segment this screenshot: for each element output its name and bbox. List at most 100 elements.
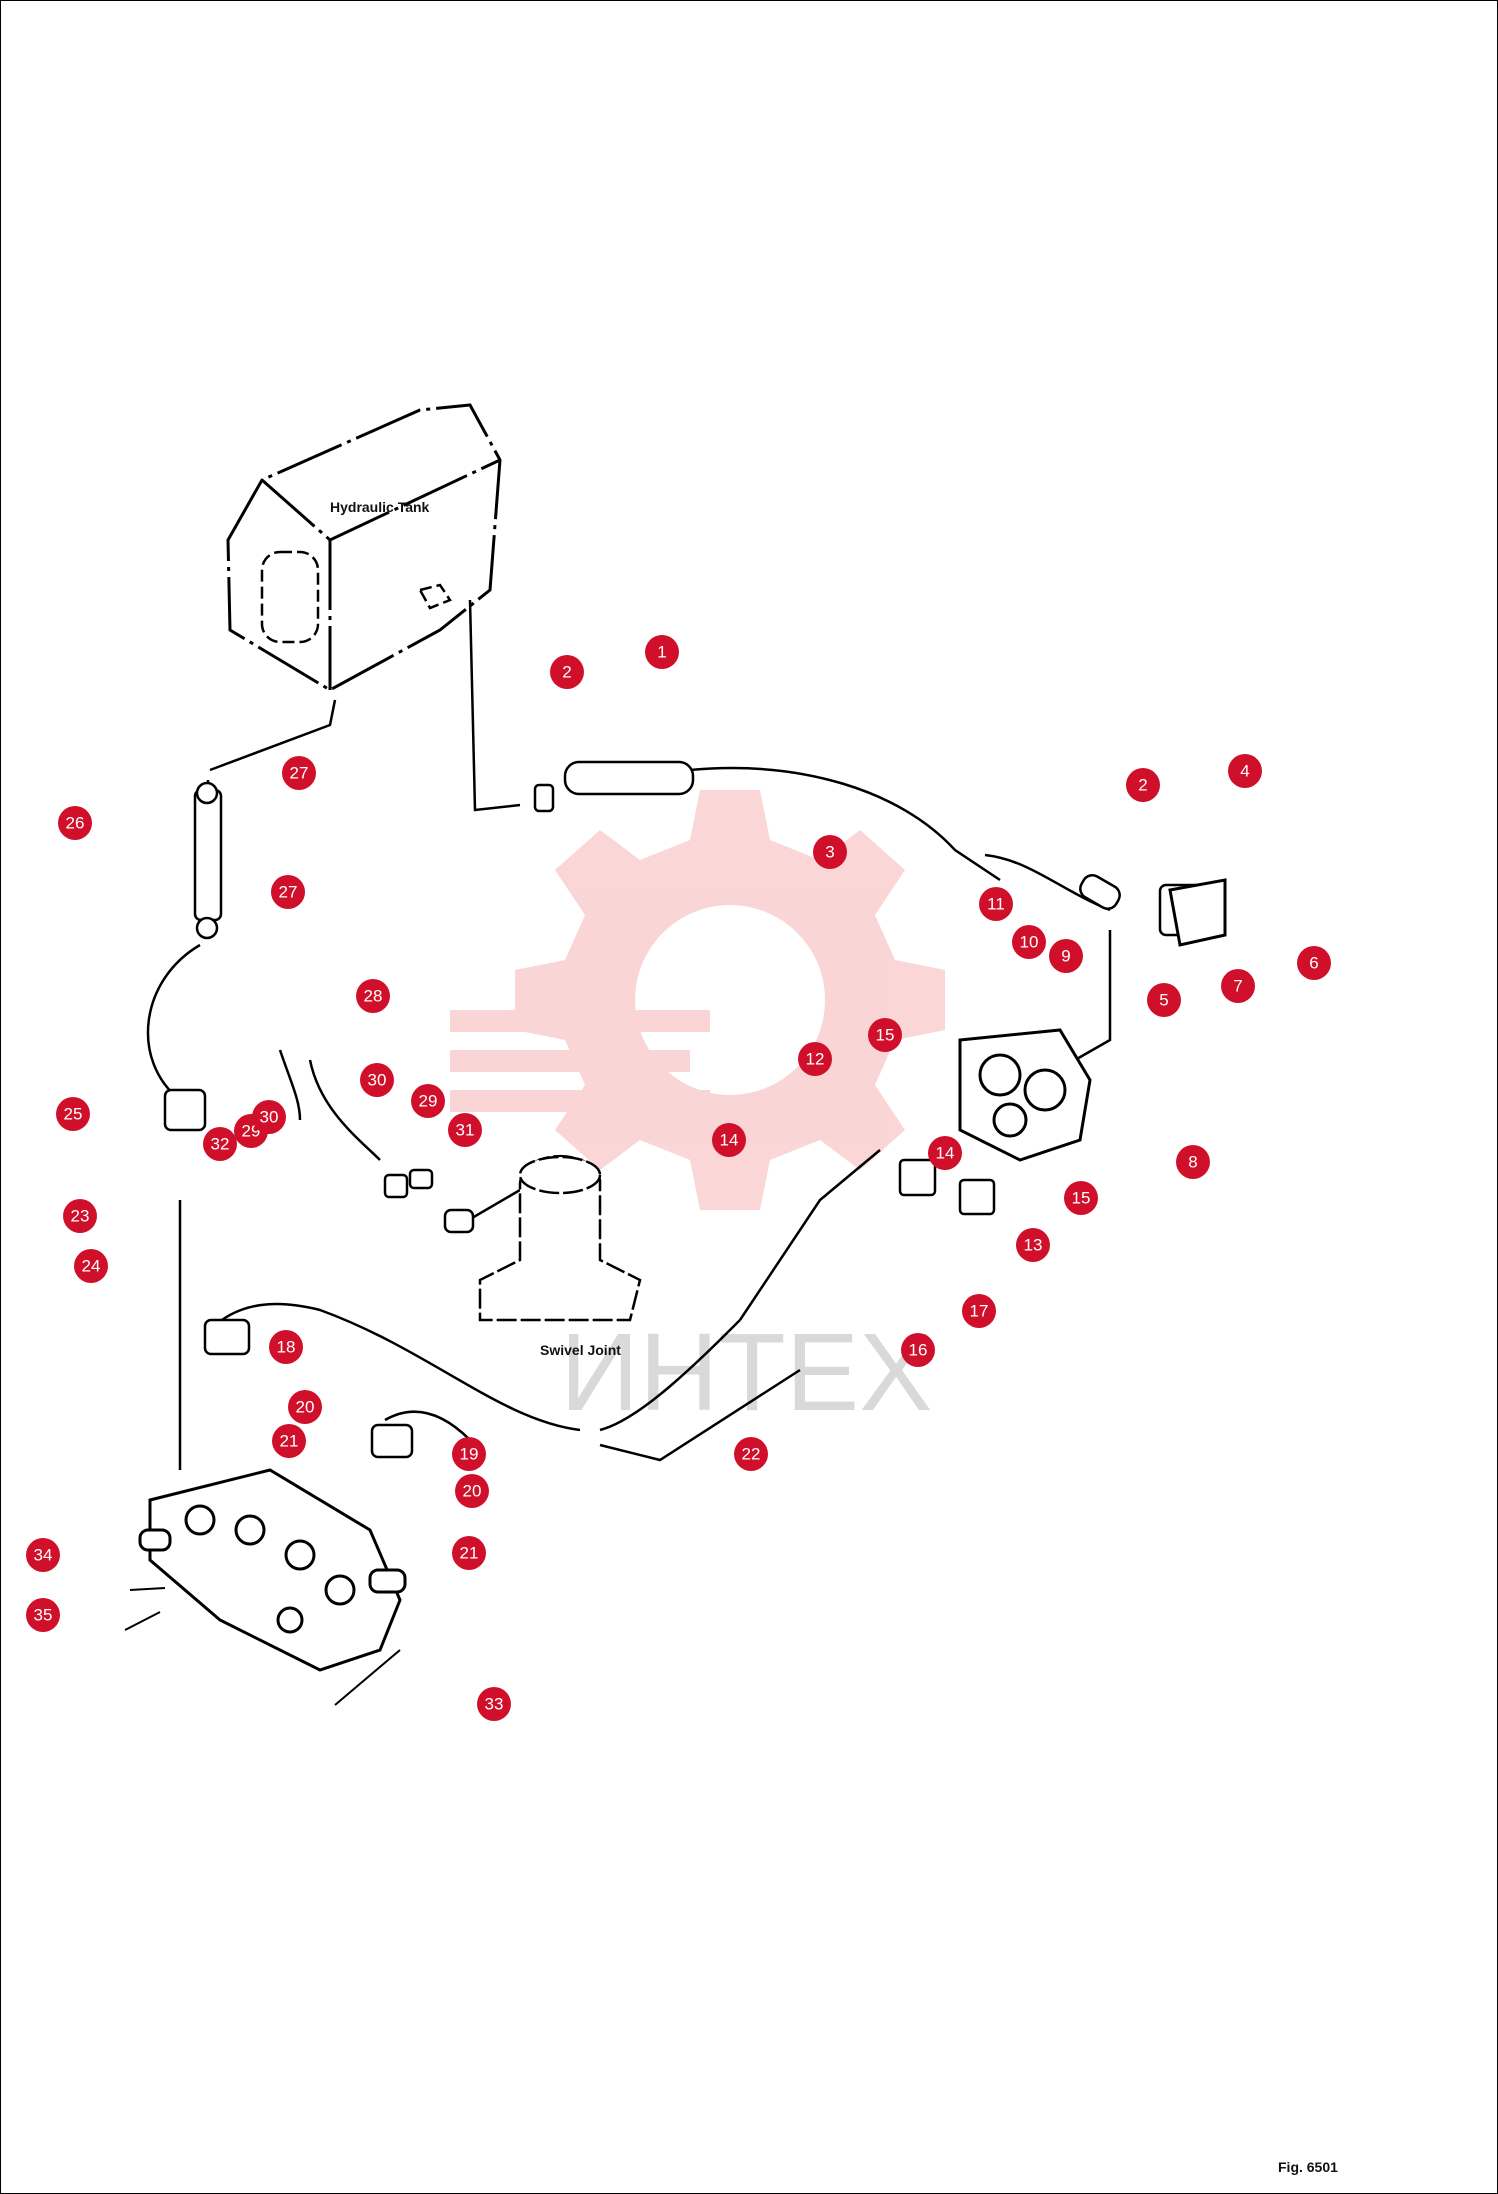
callout-number: 24 xyxy=(82,1257,101,1276)
callout-number: 5 xyxy=(1159,991,1168,1010)
callout-number: 19 xyxy=(460,1445,479,1464)
flange-part-4 xyxy=(1168,878,1227,947)
callout-number: 2 xyxy=(562,663,571,682)
leader-lines xyxy=(124,1587,401,1706)
callout-12: 12 xyxy=(798,1042,832,1076)
callout-number: 20 xyxy=(463,1482,482,1501)
callout-33: 33 xyxy=(477,1687,511,1721)
callout-number: 15 xyxy=(1072,1189,1091,1208)
callout-number: 11 xyxy=(987,895,1005,914)
callout-marker xyxy=(288,1390,322,1424)
callout-marker xyxy=(411,1084,445,1118)
callout-marker xyxy=(203,1127,237,1161)
callout-marker xyxy=(58,806,92,840)
callout-15: 15 xyxy=(868,1018,902,1052)
callout-marker xyxy=(26,1598,60,1632)
swivel-joint-label: Swivel Joint xyxy=(540,1342,621,1358)
callout-marker xyxy=(962,1294,996,1328)
callout-17: 17 xyxy=(962,1294,996,1328)
callout-marker xyxy=(360,1063,394,1097)
callout-number: 34 xyxy=(34,1546,53,1565)
callout-number: 26 xyxy=(66,814,85,833)
callout-marker xyxy=(477,1687,511,1721)
callout-23: 23 xyxy=(63,1199,97,1233)
callout-number: 33 xyxy=(485,1695,504,1714)
callout-number: 2 xyxy=(1138,776,1147,795)
callout-number: 29 xyxy=(419,1092,438,1111)
callout-marker xyxy=(356,979,390,1013)
callout-number: 13 xyxy=(1024,1236,1043,1255)
callout-marker xyxy=(1297,946,1331,980)
callout-marker xyxy=(282,756,316,790)
figure-label: Fig. 6501 xyxy=(1278,2159,1338,2175)
callout-14: 14 xyxy=(928,1136,962,1170)
callout-10: 10 xyxy=(1012,925,1046,959)
callout-marker xyxy=(928,1136,962,1170)
callout-number: 25 xyxy=(64,1105,83,1124)
callout-marker xyxy=(455,1474,489,1508)
tank-label: Hydraulic Tank xyxy=(330,499,430,515)
tank-filter-outline xyxy=(260,550,452,644)
callout-number: 20 xyxy=(296,1398,315,1417)
callout-number: 7 xyxy=(1233,977,1242,996)
callout-number: 27 xyxy=(290,764,309,783)
callout-number: 4 xyxy=(1240,762,1249,781)
callout-14: 14 xyxy=(712,1123,746,1157)
callout-number: 12 xyxy=(806,1050,825,1069)
callout-number: 27 xyxy=(279,883,298,902)
callout-number: 32 xyxy=(211,1135,230,1154)
callout-number: 9 xyxy=(1061,947,1070,966)
control-valve xyxy=(138,1468,407,1672)
callout-marker xyxy=(271,875,305,909)
callout-marker xyxy=(269,1330,303,1364)
callout-27: 27 xyxy=(271,875,305,909)
callout-number: 1 xyxy=(657,643,666,662)
callout-31: 31 xyxy=(448,1113,482,1147)
callout-26: 26 xyxy=(58,806,92,840)
callout-22: 22 xyxy=(734,1437,768,1471)
callout-marker xyxy=(1228,754,1262,788)
callout-24: 24 xyxy=(74,1249,108,1283)
callout-number: 3 xyxy=(825,843,834,862)
callout-marker xyxy=(1012,925,1046,959)
callout-number: 8 xyxy=(1188,1153,1197,1172)
callout-marker xyxy=(1016,1228,1050,1262)
callout-number: 18 xyxy=(277,1338,296,1357)
callout-number: 6 xyxy=(1309,954,1318,973)
hydraulic-tank xyxy=(226,403,502,692)
callout-34: 34 xyxy=(26,1538,60,1572)
callout-number: 16 xyxy=(909,1341,928,1360)
callout-marker xyxy=(26,1538,60,1572)
callout-marker xyxy=(74,1249,108,1283)
callout-marker xyxy=(1147,983,1181,1017)
callout-number: 21 xyxy=(280,1432,299,1451)
hydraulic-pump xyxy=(958,1028,1092,1162)
callout-number: 14 xyxy=(720,1131,739,1150)
callout-marker xyxy=(868,1018,902,1052)
callout-marker xyxy=(452,1536,486,1570)
callout-21: 21 xyxy=(272,1424,306,1458)
callout-marker xyxy=(813,835,847,869)
callout-number: 30 xyxy=(368,1071,387,1090)
callout-marker xyxy=(56,1097,90,1131)
callout-marker xyxy=(645,635,679,669)
callout-2: 2 xyxy=(1126,768,1160,802)
callout-30: 30 xyxy=(252,1100,286,1134)
watermark-gear-logo xyxy=(450,790,945,1210)
callout-35: 35 xyxy=(26,1598,60,1632)
callout-marker xyxy=(734,1437,768,1471)
swivel-joint xyxy=(478,1155,642,1322)
callout-number: 35 xyxy=(34,1606,53,1625)
callout-marker xyxy=(1064,1181,1098,1215)
callout-marker xyxy=(1221,969,1255,1003)
callout-5: 5 xyxy=(1147,983,1181,1017)
callout-30: 30 xyxy=(360,1063,394,1097)
watermark-text: ИНТЕХ xyxy=(560,1311,932,1434)
callout-marker xyxy=(798,1042,832,1076)
callout-6: 6 xyxy=(1297,946,1331,980)
callout-number: 22 xyxy=(742,1445,761,1464)
callout-1: 1 xyxy=(645,635,679,669)
callout-number: 10 xyxy=(1020,933,1039,952)
callout-marker xyxy=(901,1333,935,1367)
